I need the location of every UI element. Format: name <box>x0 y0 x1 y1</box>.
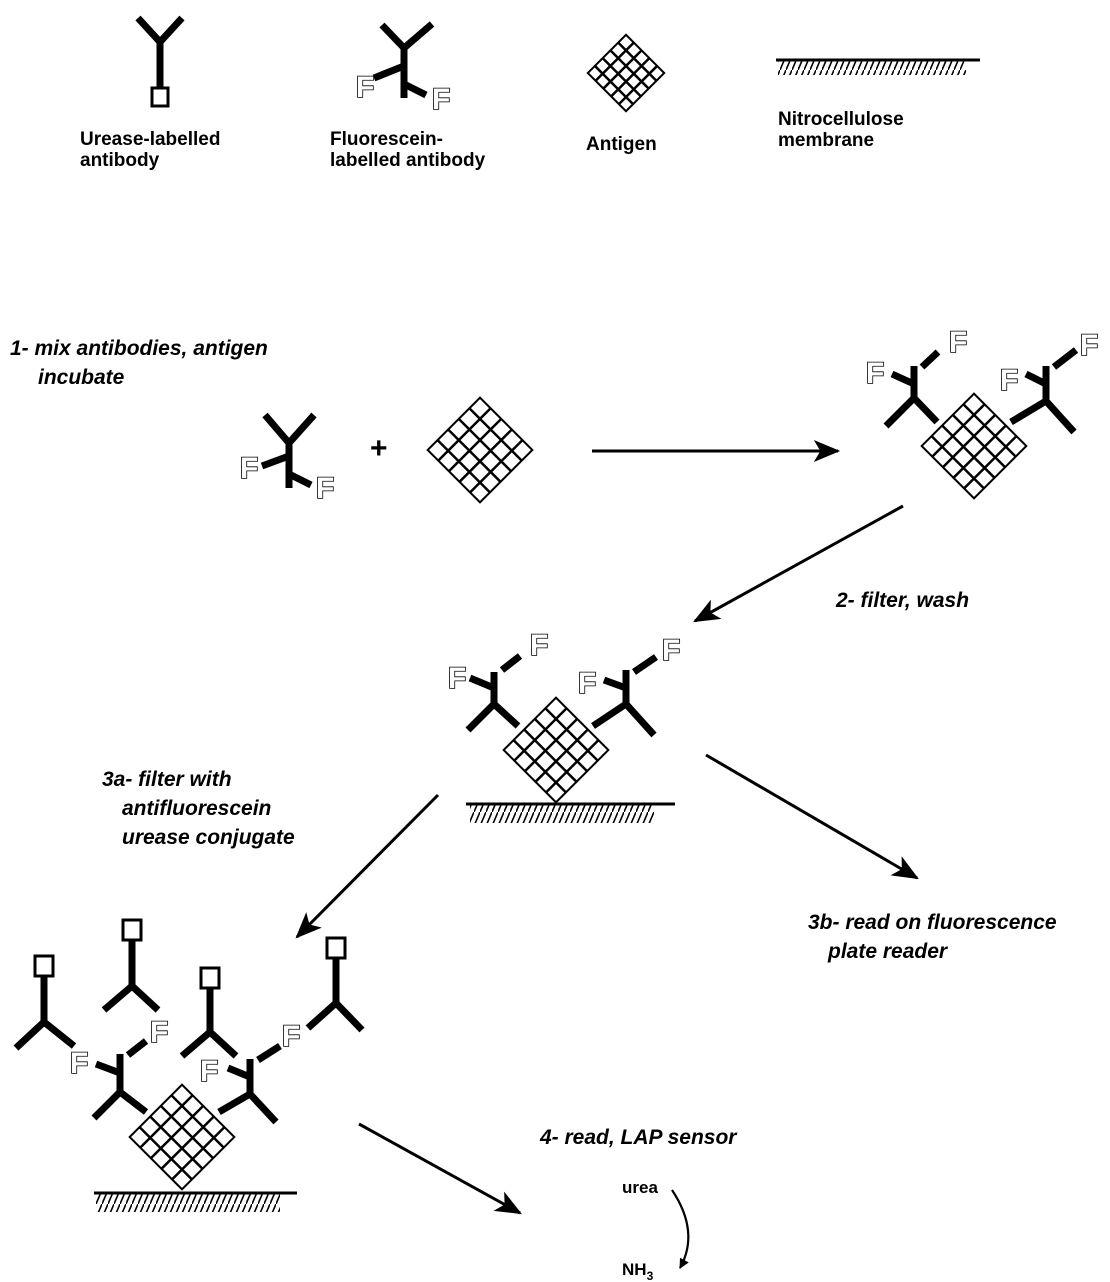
reactant-urea: urea <box>622 1178 658 1197</box>
product-nh3: NH3 <box>622 1260 654 1282</box>
complex-with-urease: F F F F <box>13 918 365 1191</box>
fluorescein-letter: F <box>949 326 967 359</box>
step3b-label-line1: 3b- read on fluorescence <box>808 911 1057 934</box>
antigen-icon <box>586 33 666 113</box>
legend-membrane-label-line2: membrane <box>778 130 874 151</box>
product-subscript: 3 <box>647 1269 654 1282</box>
fluorescein-letter: F <box>282 1020 300 1053</box>
step3b-label-line2: plate reader <box>827 940 949 963</box>
legend-fluorescein-label-line2: labelled antibody <box>330 150 486 171</box>
plus-sign: + <box>370 432 388 465</box>
complex-on-membrane: F F F F <box>447 628 681 804</box>
fluorescein-letter: F <box>1000 364 1018 397</box>
fluorescein-antibody-icon: F F <box>355 21 451 117</box>
legend-membrane-label-line1: Nitrocellulose <box>778 109 904 130</box>
arrow-step3a <box>295 793 440 939</box>
arrow-step4 <box>358 1122 522 1215</box>
complex-step1: F F F F <box>865 325 1099 500</box>
fluorescein-letter: F <box>662 634 680 667</box>
step4-label: 4- read, LAP sensor <box>539 1126 738 1149</box>
fluorescein-letter: F <box>150 1016 168 1049</box>
fluorescein-letter: F <box>578 667 596 700</box>
fluorescein-letter: F <box>1080 329 1098 362</box>
step1-label-line2: incubate <box>38 366 125 389</box>
free-antigen <box>426 396 534 504</box>
legend-antigen-label: Antigen <box>586 134 657 155</box>
reaction-arrow <box>671 1189 690 1269</box>
legend-fluorescein-label-line1: Fluorescein- <box>330 129 443 150</box>
fluorescein-letter: F <box>200 1055 218 1088</box>
membrane-step3 <box>94 1191 297 1212</box>
arrow-step3b <box>705 753 919 880</box>
legend: Urease-labelled antibody F F Fluorescein… <box>80 15 980 171</box>
free-fluorescein-antibody: F F <box>239 412 335 506</box>
step3a-label-line2: antifluorescein <box>122 797 271 820</box>
step3a-label-line3: urease conjugate <box>122 826 295 849</box>
fluorescein-letter: F <box>70 1047 88 1080</box>
legend-fluorescein-letter-2: F <box>432 83 450 116</box>
product-nh: NH <box>622 1260 647 1279</box>
fluorescein-letter: F <box>530 629 548 662</box>
legend-fluorescein-letter-1: F <box>356 71 374 104</box>
urease-antibody-icon <box>135 15 185 108</box>
fluorescein-letter: F <box>448 662 466 695</box>
fluorescein-letter: F <box>316 472 334 505</box>
step1-label-line1: 1- mix antibodies, antigen <box>10 337 268 360</box>
fluorescein-letter: F <box>866 357 884 390</box>
arrow-step2 <box>693 504 904 623</box>
step2-label: 2- filter, wash <box>835 589 969 612</box>
fluorescein-letter: F <box>240 452 258 485</box>
legend-urease-label-line2: antibody <box>80 150 160 171</box>
membrane-step2 <box>466 802 675 823</box>
legend-urease-label-line1: Urease-labelled <box>80 129 220 150</box>
step3a-label-line1: 3a- filter with <box>102 768 232 791</box>
membrane-icon <box>776 58 980 75</box>
